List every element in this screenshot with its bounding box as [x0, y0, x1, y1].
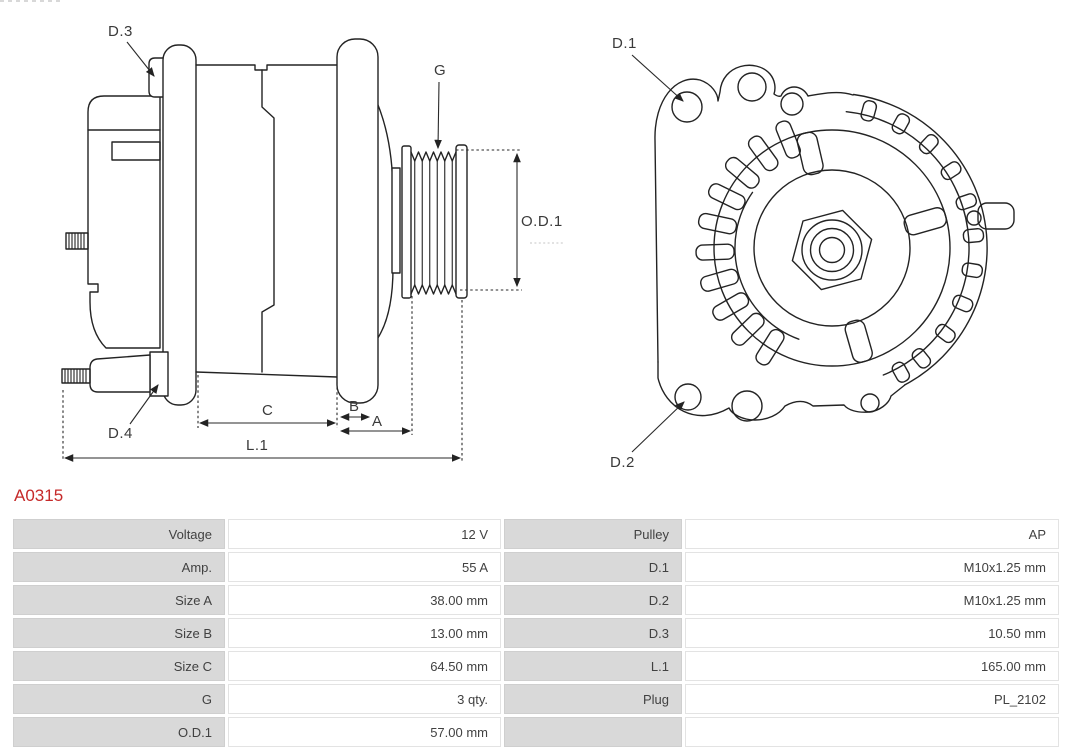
table-row: Voltage 12 V Pulley AP	[13, 519, 1059, 549]
callout-d4: D.4	[108, 384, 159, 442]
spec-label-cell: Size A	[13, 585, 225, 615]
spec-label-cell: Plug	[504, 684, 682, 714]
dimension-od1: O.D.1	[456, 149, 563, 291]
dimension-b: B	[339, 398, 371, 421]
spec-value-cell: 38.00 mm	[228, 585, 501, 615]
spec-value-cell: 10.50 mm	[685, 618, 1059, 648]
spec-value-cell: M10x1.25 mm	[685, 585, 1059, 615]
dimension-l1: L.1	[62, 300, 463, 462]
mounting-holes	[671, 72, 982, 422]
mounting-hole-d2	[674, 383, 702, 411]
dim-label-g: G	[434, 62, 446, 79]
d1-arrow	[631, 54, 684, 102]
table-row: Amp. 55 A D.1 M10x1.25 mm	[13, 552, 1059, 582]
side-tab	[977, 202, 1015, 230]
housing-outline	[654, 64, 1015, 421]
side-view-drawing: D.3 G O.D.1 D.4 C	[61, 23, 563, 462]
spec-label-cell: Voltage	[13, 519, 225, 549]
pulley	[401, 144, 468, 299]
callout-d3: D.3	[108, 23, 155, 77]
spec-label-cell	[504, 717, 682, 747]
spec-value-cell: PL_2102	[685, 684, 1059, 714]
spec-value-cell: 3 qty.	[228, 684, 501, 714]
spokes	[795, 130, 949, 365]
spec-value-cell: 55 A	[228, 552, 501, 582]
dim-label-od1: O.D.1	[521, 213, 563, 230]
spec-value-cell: 57.00 mm	[228, 717, 501, 747]
dim-label-b: B	[349, 398, 360, 415]
spec-value-cell	[685, 717, 1059, 747]
dim-label-d1: D.1	[612, 35, 637, 52]
spec-label-cell: Amp.	[13, 552, 225, 582]
stator-ring	[845, 93, 988, 386]
front-view-drawing: D.1 D.2	[610, 35, 1015, 471]
dim-label-c: C	[262, 402, 273, 419]
table-row: G 3 qty. Plug PL_2102	[13, 684, 1059, 714]
dim-label-d4: D.4	[108, 425, 133, 442]
spec-table: Voltage 12 V Pulley AP Amp. 55 A D.1 M10…	[10, 516, 1062, 750]
terminal-stud	[65, 232, 89, 250]
d3-lug	[148, 57, 163, 98]
dimension-c: C	[197, 375, 338, 428]
spec-label-cell: D.2	[504, 585, 682, 615]
rear-housing	[65, 95, 161, 349]
cropped-watermark	[0, 0, 63, 2]
callout-g: G	[434, 62, 446, 150]
callout-d2: D.2	[610, 401, 685, 471]
d2-arrow	[631, 401, 685, 453]
drive-end-face	[713, 129, 951, 367]
ground-stud	[61, 368, 91, 384]
spec-label-cell: Pulley	[504, 519, 682, 549]
spec-label-cell: G	[13, 684, 225, 714]
table-row: Size C 64.50 mm L.1 165.00 mm	[13, 651, 1059, 681]
d4-lug	[61, 351, 169, 397]
d3-arrow	[126, 41, 155, 77]
shaft-spacer	[391, 167, 401, 274]
spec-value-cell: 64.50 mm	[228, 651, 501, 681]
d4-arrow	[129, 384, 159, 425]
dim-label-a: A	[372, 413, 383, 430]
spec-value-cell: M10x1.25 mm	[685, 552, 1059, 582]
spec-label-cell: D.1	[504, 552, 682, 582]
rear-mounting-ear	[148, 44, 197, 406]
dim-label-d2: D.2	[610, 454, 635, 471]
vent-slots	[695, 118, 803, 369]
dimension-a: A	[339, 296, 413, 435]
table-row: O.D.1 57.00 mm	[13, 717, 1059, 747]
front-mounting-ear	[336, 38, 401, 404]
stator-body	[195, 64, 338, 378]
dim-label-d3: D.3	[108, 23, 133, 40]
product-code-title: A0315	[14, 486, 64, 505]
dim-label-l1: L.1	[246, 437, 268, 454]
spec-value-cell: 12 V	[228, 519, 501, 549]
shaft-nut	[791, 209, 873, 291]
spec-label-cell: Size C	[13, 651, 225, 681]
spec-label-cell: O.D.1	[13, 717, 225, 747]
spec-value-cell: 13.00 mm	[228, 618, 501, 648]
table-row: Size A 38.00 mm D.2 M10x1.25 mm	[13, 585, 1059, 615]
table-row: Size B 13.00 mm D.3 10.50 mm	[13, 618, 1059, 648]
spec-value-cell: AP	[685, 519, 1059, 549]
ring-vents	[859, 98, 985, 385]
mounting-hole-d1	[671, 91, 703, 123]
spec-value-cell: 165.00 mm	[685, 651, 1059, 681]
callout-d1: D.1	[612, 35, 684, 102]
spec-label-cell: Size B	[13, 618, 225, 648]
spec-label-cell: L.1	[504, 651, 682, 681]
g-arrow	[434, 81, 442, 150]
spec-label-cell: D.3	[504, 618, 682, 648]
